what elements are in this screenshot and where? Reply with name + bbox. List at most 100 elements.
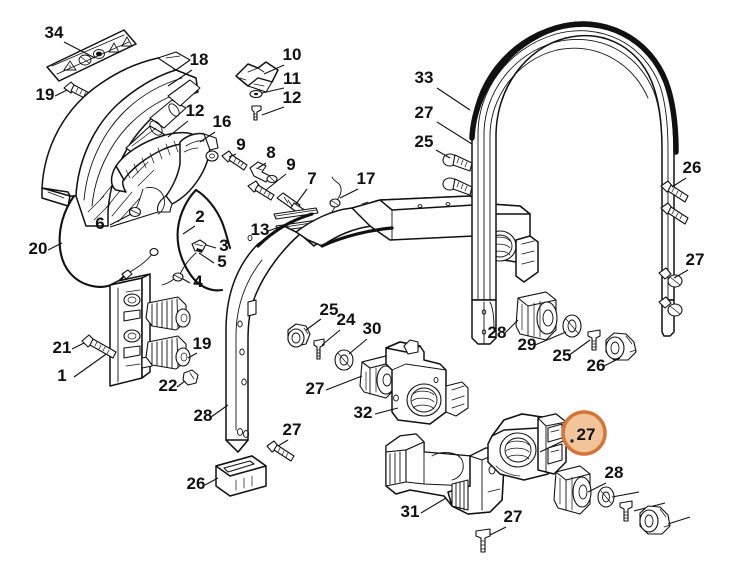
leader-25a (325, 375, 363, 391)
spring-boot-upper (145, 296, 191, 331)
callout-2: 13 (251, 220, 270, 239)
leader-28a (305, 318, 322, 331)
callout-4: 4 (193, 272, 203, 291)
leader-18 (167, 69, 193, 87)
leader-32 (436, 87, 471, 111)
part-12-screw (251, 105, 262, 121)
screw-right-lower (658, 296, 683, 317)
part-20-spring-boots (145, 296, 191, 370)
part-27c-screws (658, 267, 683, 317)
leader-27b (435, 149, 451, 159)
leader-14 (199, 131, 216, 143)
part-1-handle-frame (225, 195, 539, 453)
leader-30 (420, 497, 447, 514)
callout-1: 28 (194, 406, 213, 425)
leader-19c (277, 439, 289, 447)
part-34-warning-decal (46, 29, 137, 82)
part-26c-washer (597, 486, 615, 508)
part-29-clamp-housing (487, 413, 567, 481)
callout-16: 12 (186, 101, 205, 120)
callout-28b: 26 (587, 356, 606, 375)
leader-4 (182, 278, 191, 284)
leader-7 (295, 188, 308, 205)
callout-21: 22 (159, 376, 178, 395)
callout-29-label: 27 (577, 425, 596, 444)
part-25c-annular-buffer (553, 465, 592, 515)
part-28c-knob (639, 505, 671, 535)
part-13-torsion-spring (329, 176, 342, 213)
part-32-handlebar-tube (469, 21, 679, 345)
highlight-dot (570, 439, 574, 443)
leader-28c (667, 516, 691, 525)
callout-27d: 27 (504, 507, 523, 526)
part-23-switch-block (109, 273, 153, 387)
leader-31 (436, 121, 473, 145)
leader-15 (47, 242, 63, 251)
callout-13: 17 (357, 169, 376, 188)
leader-24 (374, 407, 399, 415)
part-25a-annular-buffer (359, 355, 396, 399)
callout-19c: 27 (283, 420, 302, 439)
leader-29 (539, 440, 564, 453)
leader-27c (673, 269, 689, 279)
spring-boot-lower (145, 335, 191, 370)
callout-25c: 28 (605, 463, 624, 482)
part-27f-screw (619, 500, 633, 522)
callout-19b: 21 (53, 338, 72, 357)
callout-5: 5 (217, 252, 226, 271)
leader-17b (109, 211, 159, 228)
part-21-plug (182, 369, 199, 386)
callout-24: 32 (354, 403, 373, 422)
leader-17a (109, 213, 132, 226)
leader-10 (263, 64, 285, 75)
leader-3 (205, 244, 217, 249)
callout-29-highlight[interactable]: 27 (561, 410, 607, 456)
leader-21 (176, 380, 186, 388)
callout-18: 18 (190, 50, 209, 69)
leader-20 (187, 352, 198, 359)
part-19b-screw (81, 334, 117, 359)
callout-11: 11 (283, 69, 301, 88)
part-27e-screw (587, 329, 601, 351)
part-5-sleeve (179, 252, 197, 275)
leader-25c (587, 482, 607, 493)
callout-30: 31 (401, 502, 420, 521)
leader-19b (71, 342, 85, 350)
callout-27c: 27 (686, 250, 705, 269)
callout-26b: 29 (518, 335, 537, 354)
leader-23 (73, 349, 113, 378)
leader-34 (63, 41, 96, 59)
part-24-support-block (385, 339, 469, 425)
leader-9a (228, 153, 237, 158)
callout-3: 3 (219, 236, 228, 255)
leader-26a (348, 338, 368, 355)
part-19c-screw (266, 440, 295, 462)
callout-19-top: 19 (36, 85, 55, 104)
part-9a-screw (221, 150, 248, 171)
part-27a-screw (313, 338, 325, 360)
callout-22: 26 (187, 474, 206, 493)
callout-33: 26 (683, 158, 702, 177)
part-11-washer (249, 89, 263, 99)
highlight-ring[interactable] (561, 410, 607, 456)
leader-27d (489, 526, 507, 536)
callout-6: 2 (195, 207, 204, 226)
callout-9b: 9 (286, 155, 295, 174)
callout-20: 19 (193, 334, 212, 353)
leader-16 (167, 120, 189, 138)
leader-26c (611, 491, 640, 498)
part-26a-washer (334, 349, 354, 371)
callout-27a: 24 (337, 310, 356, 329)
screw-right-upper (658, 267, 683, 288)
leader-28b (603, 357, 621, 367)
leader-13 (339, 188, 359, 199)
callout-32: 33 (415, 68, 434, 87)
callout-10: 10 (283, 45, 302, 64)
part-28b-knob (605, 332, 637, 361)
leader-6 (182, 225, 196, 235)
callout-8: 8 (266, 143, 275, 162)
callout-9a: 9 (236, 135, 245, 154)
leader-9b (265, 173, 287, 191)
leader-8 (257, 162, 267, 169)
